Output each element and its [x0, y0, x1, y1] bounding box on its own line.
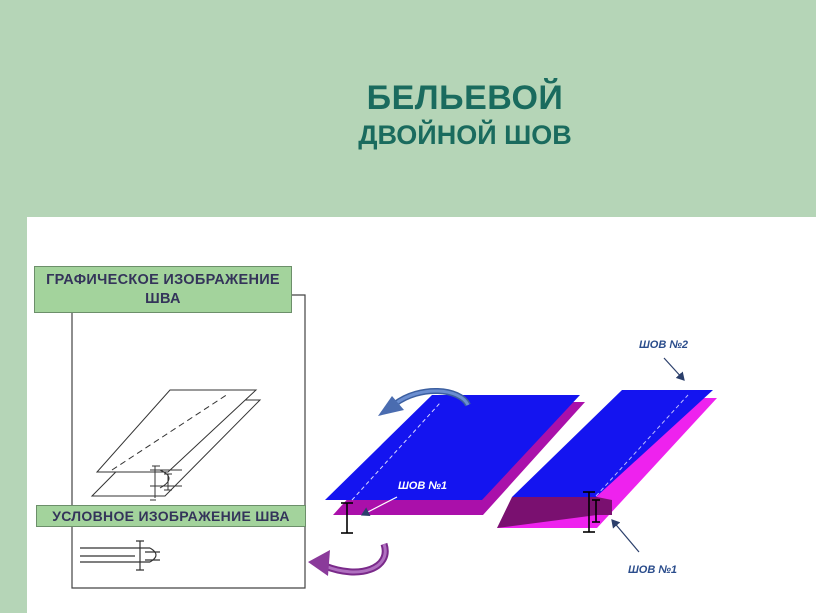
graphic-representation-label: ГРАФИЧЕСКОЕ ИЗОБРАЖЕНИЕ ШВА [34, 266, 292, 313]
fabric-right-fold [497, 497, 612, 528]
graphic-seam-drawing [90, 389, 262, 501]
page-title: БЕЛЬЕВОЙ ДВОЙНОЙ ШОВ [300, 78, 630, 152]
title-line-1: БЕЛЬЕВОЙ [366, 79, 564, 117]
seam1-left-label: ШОВ №1 [398, 480, 448, 492]
seam2-label: ШОВ №2 [639, 339, 689, 351]
seam-marker-right [583, 491, 600, 533]
seam1-left-pointer-arrow [360, 496, 398, 516]
fabric-left [325, 395, 585, 534]
seam-marker-left [341, 502, 353, 534]
fabric-left-top [325, 395, 580, 500]
seam1-pointer-arrow [611, 519, 640, 553]
conditional-representation-label: УСЛОВНОЕ ИЗОБРАЖЕНИЕ ШВА [36, 505, 306, 527]
fold-arrow-top [378, 388, 471, 416]
stitch-line-left [351, 402, 441, 501]
seam2-pointer-arrow [663, 357, 685, 381]
frame-bracket [71, 294, 306, 589]
seam1-bottom-label: ШОВ №1 [628, 564, 678, 576]
fabric-right-top [512, 390, 713, 497]
title-line-2: ДВОЙНОЙ ШОВ [358, 120, 572, 150]
stitch-line-right [595, 394, 689, 497]
conditional-seam-drawing [80, 540, 160, 571]
fabric-right [497, 390, 717, 533]
fold-arrow-bottom [308, 542, 389, 576]
